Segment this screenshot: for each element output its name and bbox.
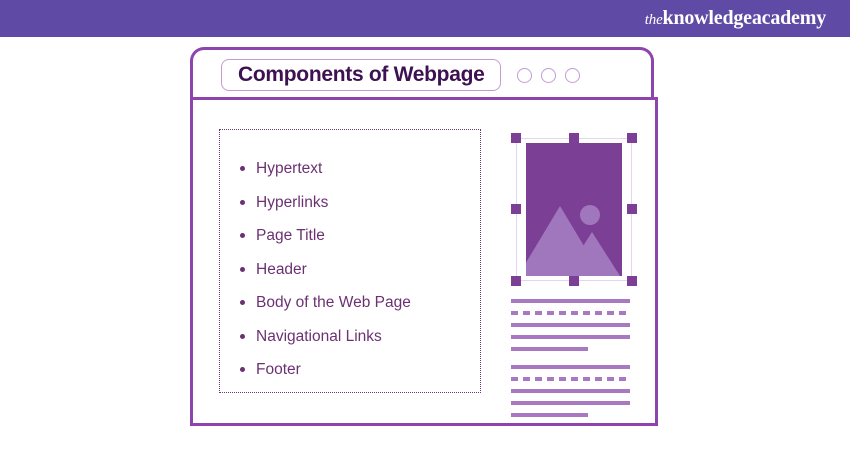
browser-mockup: Components of Webpage Hypertext Hyperlin… [190,47,658,426]
text-line [511,323,630,327]
list-item-label: Page Title [256,227,325,244]
bullet-icon [240,367,245,372]
components-list: Hypertext Hyperlinks Page Title Header B… [220,130,480,387]
page-title: Components of Webpage [238,63,485,86]
logo-prefix-text: the [644,12,663,28]
mountain-front-icon [526,206,602,276]
browser-chrome-bar: Components of Webpage [190,47,654,100]
resize-handle-top-left[interactable] [511,133,521,143]
text-line-dashed [511,377,630,381]
list-item: Page Title [240,219,480,253]
browser-viewport: Hypertext Hyperlinks Page Title Header B… [190,97,658,426]
window-dot-2-icon[interactable] [541,67,557,83]
bullet-icon [240,166,245,171]
bullet-icon [240,333,245,339]
bullet-icon [240,233,245,238]
text-line-short [511,413,588,417]
resize-handle-middle-right[interactable] [627,204,637,214]
placeholder-text-block [511,299,637,425]
text-line-group [511,299,637,351]
resize-handle-middle-left[interactable] [511,204,521,214]
image-placeholder-icon [526,143,622,276]
text-line [511,389,630,393]
resize-handle-bottom-left[interactable] [511,276,521,286]
components-list-panel: Hypertext Hyperlinks Page Title Header B… [219,129,481,393]
list-item: Footer [240,353,480,387]
image-placeholder-widget[interactable] [511,133,637,286]
bullet-icon [240,199,245,205]
list-item: Navigational Links [240,320,480,354]
window-controls [517,67,581,83]
resize-handle-top-center[interactable] [569,133,579,143]
list-item-label: Navigational Links [256,327,382,345]
list-item: Hyperlinks [240,186,480,220]
bullet-icon [240,300,245,305]
list-item-label: Header [256,260,307,278]
list-item: Header [240,253,480,287]
resize-handle-bottom-center[interactable] [569,276,579,286]
text-line [511,335,630,339]
list-item-label: Hypertext [256,160,323,177]
text-line-dashed [511,311,630,315]
text-line [511,365,630,369]
list-item: Hypertext [240,152,480,186]
viewport-content: Hypertext Hyperlinks Page Title Header B… [193,100,655,423]
bullet-icon [240,266,245,272]
text-line [511,299,630,303]
logo-main-text: knowledgeacademy [662,7,827,29]
list-item-label: Footer [256,361,301,378]
window-dot-3-icon[interactable] [565,67,581,83]
window-dot-1-icon[interactable] [517,67,533,83]
page-title-pill: Components of Webpage [221,59,502,91]
list-item-label: Body of the Web Page [256,294,411,311]
list-item: Body of the Web Page [240,286,480,320]
text-line-short [511,347,588,351]
text-line-group [511,365,637,417]
resize-handle-bottom-right[interactable] [627,276,637,286]
text-line [511,401,630,405]
list-item-label: Hyperlinks [256,193,329,211]
resize-handle-top-right[interactable] [627,133,637,143]
